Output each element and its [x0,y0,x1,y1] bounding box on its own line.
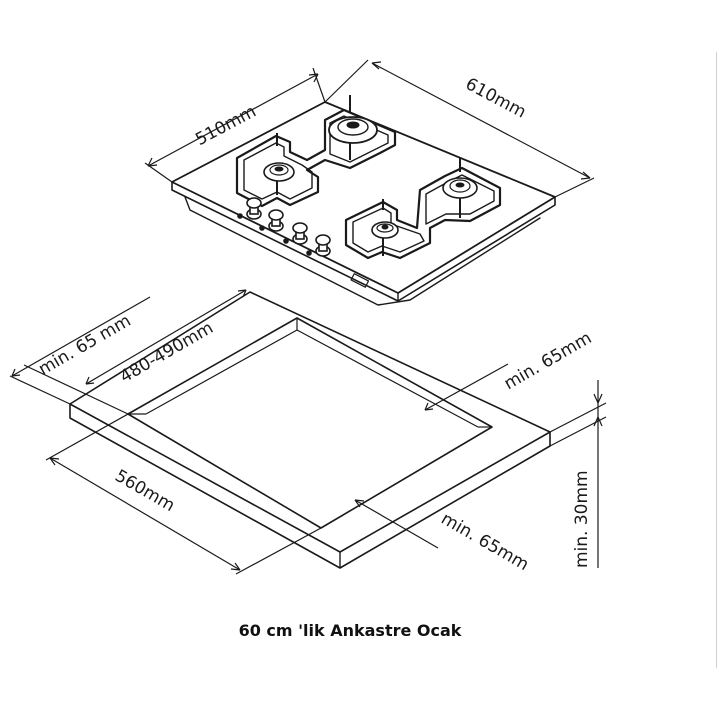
width-dimension-line [371,62,591,179]
cutout-width-line [49,457,241,571]
depth-dimension-line [147,73,319,167]
left-grate [235,108,397,208]
side-margin-line [424,363,509,411]
burner-rear-right [442,177,478,199]
diagram-caption: 60 cm 'lik Ankastre Ocak [238,621,462,640]
front-margin-line [354,499,439,549]
hob-control-badge [350,273,370,288]
burner-rear-left [328,116,378,144]
back-margin-line [11,296,151,377]
side-margin-label: min. 65mm [501,328,596,394]
knob-1 [237,197,262,220]
countertop [69,291,551,569]
hob-body [184,196,541,306]
thickness-label: min. 30mm [572,470,592,568]
cutout-dimensions [9,289,607,575]
front-margin-label: min. 65mm [438,509,533,575]
knob-3 [283,222,308,245]
hob-dimensions [144,59,595,198]
hob-knobs [237,197,331,257]
burner-front-right [371,221,399,239]
knob-4 [306,234,331,257]
hob-burners [263,116,478,239]
page-edge-divider [716,52,717,668]
cutout-depth-line [85,289,247,385]
cutout-width-label: 560mm [111,466,178,516]
burner-front-left [263,162,295,182]
hob [171,101,556,306]
knob-2 [259,209,284,232]
